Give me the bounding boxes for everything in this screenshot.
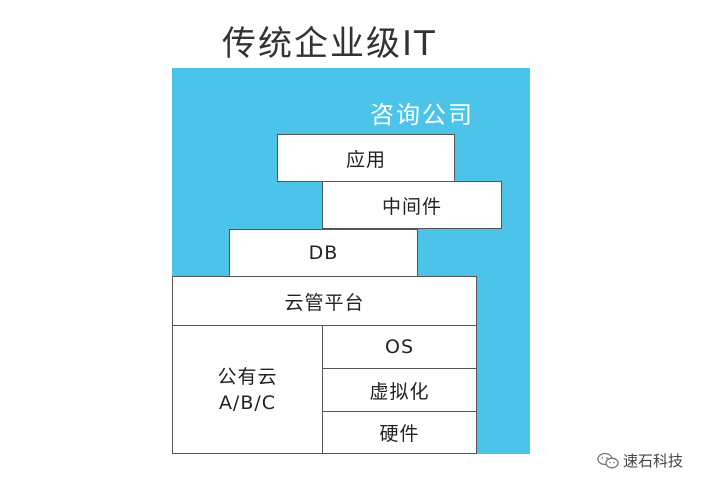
layer-database: DB: [229, 229, 418, 277]
layer-cloud-platform-label: 云管平台: [284, 291, 365, 314]
layer-hardware-label: 硬件: [379, 423, 420, 445]
layer-application-label: 应用: [345, 148, 386, 171]
wechat-icon: [597, 452, 619, 468]
layer-public-cloud-providers: A/B/C: [218, 391, 277, 414]
layer-virtualization: 虚拟化: [322, 368, 477, 412]
layer-middleware-label: 中间件: [381, 195, 442, 218]
layer-hardware: 硬件: [322, 411, 477, 454]
layer-os-label: OS: [384, 336, 414, 358]
layer-os: OS: [322, 325, 477, 369]
layer-database-label: DB: [308, 242, 339, 264]
layer-cloud-platform: 云管平台: [172, 276, 477, 326]
layer-middleware: 中间件: [322, 181, 502, 229]
layer-public-cloud-label: 公有云: [217, 365, 278, 388]
layer-public-cloud: 公有云 A/B/C: [172, 325, 323, 454]
consulting-label: 咨询公司: [370, 101, 474, 129]
watermark: 速石科技: [597, 450, 683, 471]
watermark-text: 速石科技: [623, 452, 684, 470]
layer-application: 应用: [277, 134, 455, 182]
diagram-title: 传统企业级IT: [222, 24, 437, 64]
layer-virtualization-label: 虚拟化: [369, 380, 430, 403]
